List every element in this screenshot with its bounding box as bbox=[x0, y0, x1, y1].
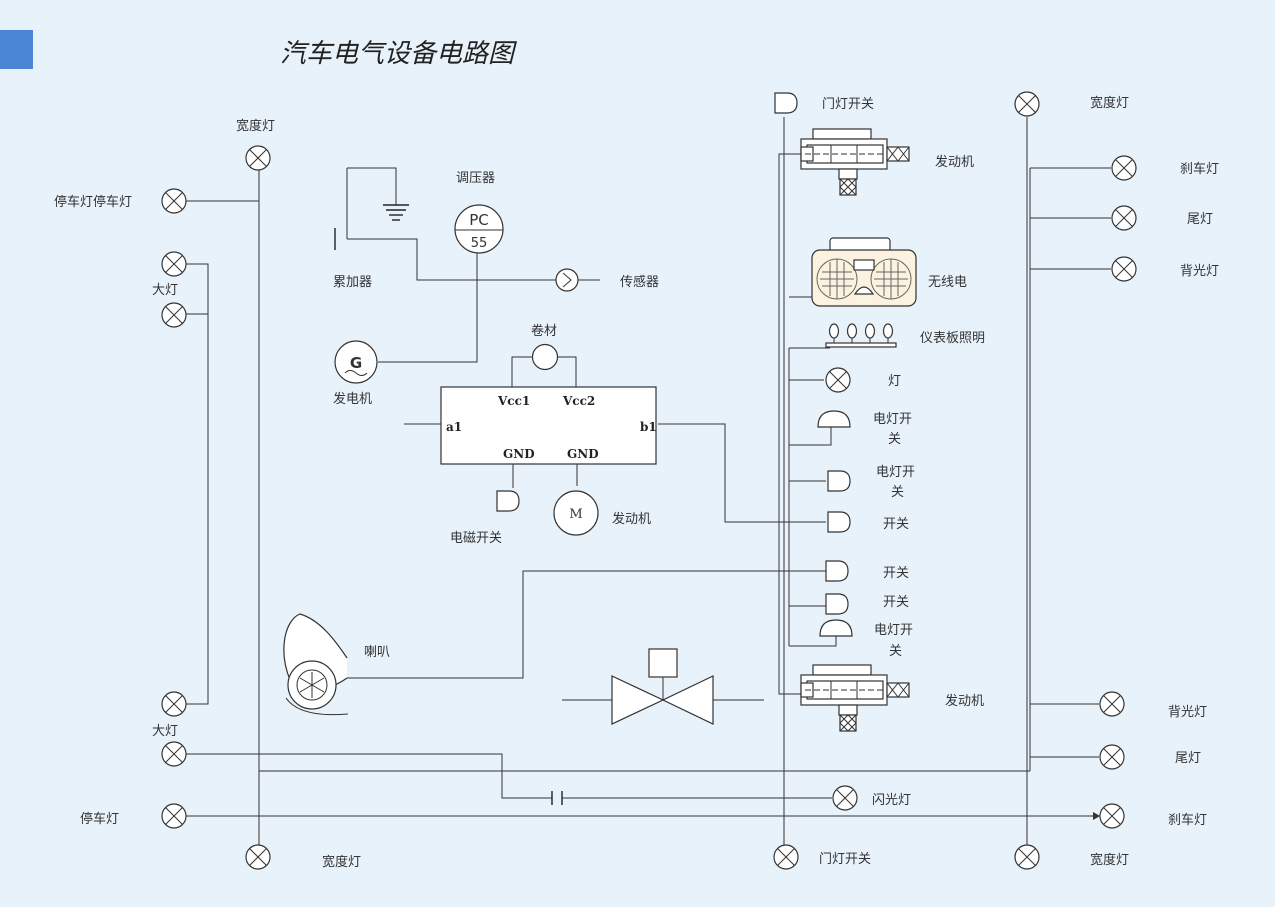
flash-lamp-icon bbox=[832, 785, 858, 811]
brake-lamp-icon bbox=[1111, 155, 1137, 181]
backlight-icon bbox=[1099, 691, 1125, 717]
light-switch-icon bbox=[819, 619, 853, 637]
door-switch-lamp-icon bbox=[773, 844, 799, 870]
switch-icon bbox=[825, 593, 849, 615]
label-brake-lamp: 刹车灯 bbox=[1180, 161, 1219, 177]
wide-lamp-icon bbox=[245, 844, 271, 870]
tail-lamp-icon bbox=[1099, 744, 1125, 770]
label-brake-lamp: 刹车灯 bbox=[1168, 812, 1207, 828]
dashboard-light-icon bbox=[825, 323, 897, 348]
label-dashboard-light: 仪表板照明 bbox=[920, 331, 985, 346]
regulator-bottom-text: 55 bbox=[471, 236, 488, 251]
motor-symbol: M bbox=[569, 507, 582, 522]
horn-icon bbox=[283, 613, 349, 716]
wide-lamp-icon bbox=[245, 145, 271, 171]
label-generator: 发电机 bbox=[333, 391, 372, 407]
headlight-icon bbox=[161, 691, 187, 717]
pin-vcc2: Vcc2 bbox=[562, 394, 595, 408]
tail-lamp-icon bbox=[1111, 205, 1137, 231]
engine-icon bbox=[800, 664, 910, 732]
generator-icon bbox=[334, 340, 378, 384]
door-switch-icon bbox=[774, 92, 798, 114]
generator-symbol: G bbox=[350, 354, 362, 372]
brake-lamp-icon bbox=[1099, 803, 1125, 829]
wide-lamp-icon bbox=[1014, 844, 1040, 870]
light-switch-icon bbox=[827, 470, 851, 492]
label-switch: 开关 bbox=[883, 566, 909, 581]
label-light-switch: 关 bbox=[888, 432, 901, 447]
label-door-switch: 门灯开关 bbox=[822, 97, 874, 112]
label-tail-lamp: 尾灯 bbox=[1175, 751, 1201, 766]
label-tail-lamp: 尾灯 bbox=[1187, 212, 1213, 227]
label-light-switch: 电灯开 bbox=[876, 465, 915, 480]
headlight-icon bbox=[161, 741, 187, 767]
label-engine: 发动机 bbox=[935, 154, 974, 170]
wires bbox=[186, 117, 1111, 845]
label-door-switch: 门灯开关 bbox=[819, 852, 871, 867]
headlight-icon bbox=[161, 302, 187, 328]
label-stop-lamp: 停车灯 bbox=[80, 811, 119, 827]
pin-gnd2: GND bbox=[567, 447, 599, 461]
stop-lamp-icon bbox=[161, 803, 187, 829]
pin-vcc1: Vcc1 bbox=[497, 394, 530, 408]
label-switch: 开关 bbox=[883, 595, 909, 610]
switch-icon bbox=[825, 560, 849, 582]
motor-icon bbox=[553, 490, 599, 536]
label-radio: 无线电 bbox=[928, 275, 967, 290]
label-motor: 发动机 bbox=[612, 511, 651, 527]
lamp-icon bbox=[825, 367, 851, 393]
label-lamp: 灯 bbox=[888, 374, 901, 389]
capacitor-icon bbox=[551, 791, 563, 805]
label-horn: 喇叭 bbox=[364, 645, 390, 660]
label-wide-lamp: 宽度灯 bbox=[1090, 95, 1129, 111]
radio-icon bbox=[811, 237, 917, 307]
sensor-icon bbox=[555, 268, 579, 292]
regulator-icon bbox=[454, 204, 504, 254]
pin-a1: a1 bbox=[446, 420, 462, 434]
regulator-top-text: PC bbox=[469, 211, 489, 229]
wide-lamp-icon bbox=[1014, 91, 1040, 117]
label-light-switch: 电灯开 bbox=[873, 412, 912, 427]
coil-icon bbox=[531, 343, 559, 371]
switch-icon bbox=[827, 511, 851, 533]
label-headlight: 大灯 bbox=[152, 724, 178, 739]
label-sensor: 传感器 bbox=[620, 274, 659, 290]
label-headlight: 大灯 bbox=[152, 283, 178, 298]
label-switch: 开关 bbox=[883, 517, 909, 532]
label-wide-lamp: 宽度灯 bbox=[1090, 852, 1129, 868]
page-title: 汽车电气设备电路图 bbox=[280, 39, 518, 69]
valve-icon bbox=[611, 648, 714, 725]
label-stop-lamp: 停车灯停车灯 bbox=[54, 194, 132, 210]
label-accumulator: 累加器 bbox=[333, 275, 372, 290]
label-backlight: 背光灯 bbox=[1168, 705, 1207, 720]
label-light-switch: 关 bbox=[889, 644, 902, 659]
ground-icon bbox=[383, 204, 409, 221]
label-solenoid-switch: 电磁开关 bbox=[450, 531, 502, 546]
backlight-icon bbox=[1111, 256, 1137, 282]
label-light-switch: 电灯开 bbox=[874, 623, 913, 638]
label-regulator: 调压器 bbox=[456, 171, 495, 186]
pin-gnd1: GND bbox=[503, 447, 535, 461]
light-switch-icon bbox=[817, 410, 851, 428]
label-wide-lamp: 宽度灯 bbox=[322, 854, 361, 870]
label-backlight: 背光灯 bbox=[1180, 264, 1219, 279]
label-coil: 卷材 bbox=[531, 323, 557, 339]
pin-b1: b1 bbox=[640, 420, 657, 434]
label-wide-lamp: 宽度灯 bbox=[236, 118, 275, 134]
label-engine: 发动机 bbox=[945, 693, 984, 709]
arrow-icon bbox=[1093, 812, 1100, 820]
stop-lamp-icon bbox=[161, 188, 187, 214]
label-flash-lamp: 闪光灯 bbox=[872, 793, 911, 808]
solenoid-switch-icon bbox=[496, 490, 520, 512]
ic-chip bbox=[440, 386, 657, 465]
headlight-icon bbox=[161, 251, 187, 277]
accent-block bbox=[0, 30, 33, 69]
engine-icon bbox=[800, 128, 910, 196]
label-light-switch: 关 bbox=[891, 485, 904, 500]
